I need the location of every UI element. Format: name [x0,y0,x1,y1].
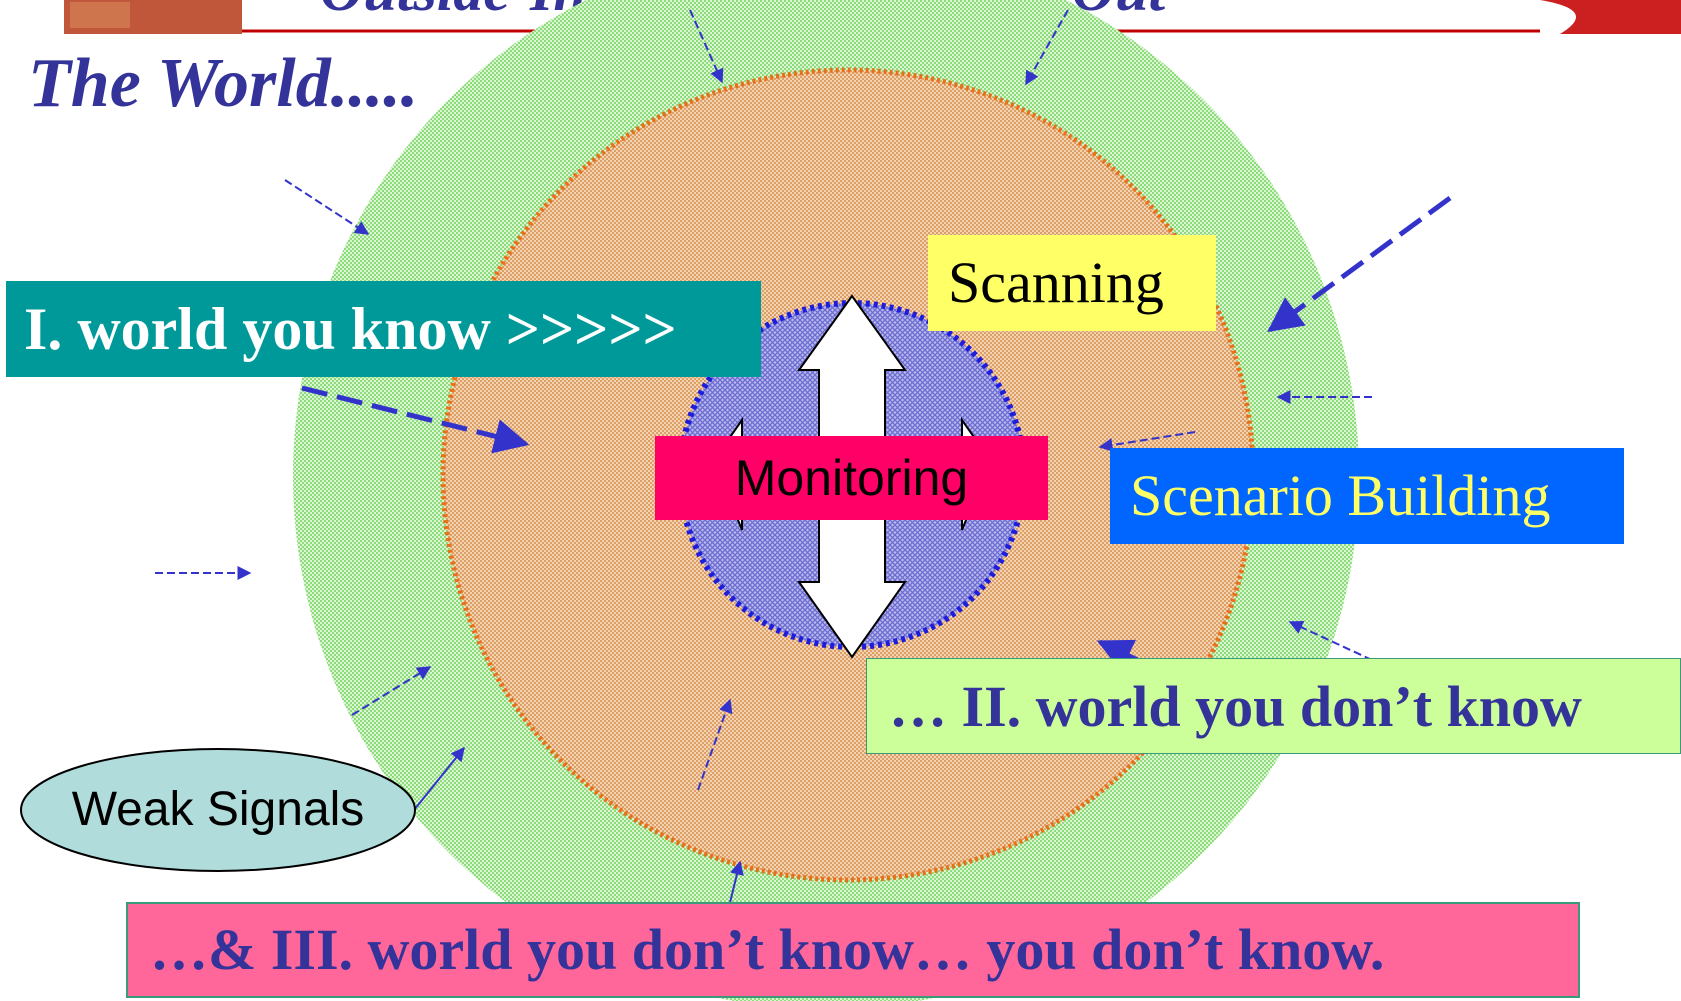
signal-arrow-icon [1267,195,1452,333]
subtitle-the-world: The World..... [28,44,418,124]
signal-arrow-icon [689,9,724,84]
monitoring-label: Monitoring [734,450,969,506]
weak-signals-text: Weak Signals [21,778,415,842]
signal-arrow-icon [301,385,530,454]
signal-arrow-icon [697,698,733,791]
zone-unknown-label: … II. world you don’t know [889,674,1582,739]
header-image-right [1540,0,1681,34]
scanning-label: Scanning [948,250,1164,315]
zone-unknown-unknown-box: …& III. world you don’t know… you don’t … [126,902,1580,998]
weak-signals-ellipse [20,748,416,872]
signal-arrow-icon [413,746,465,811]
weak-signals-label: Weak Signals [71,783,365,836]
zone-unknown-unknown-label: …& III. world you don’t know… you don’t … [150,917,1385,982]
monitoring-box: Monitoring [655,436,1048,520]
signal-arrow-icon [1098,431,1196,452]
signal-arrow-icon [1025,9,1069,86]
scenario-building-label: Scenario Building [1130,463,1551,528]
signal-arrow-icon [284,179,370,235]
scanning-box: Scanning [928,235,1216,331]
zone-known-box: I. world you know >>>>> [6,281,761,377]
zone-known-label: I. world you know >>>>> [24,296,677,362]
zone-unknown-box: … II. world you don’t know [866,658,1681,754]
signal-arrow-icon [351,666,432,716]
subtitle-text: The World..... [28,45,419,122]
signal-arrow-icon [1288,620,1373,661]
scenario-building-box: Scenario Building [1110,448,1624,544]
